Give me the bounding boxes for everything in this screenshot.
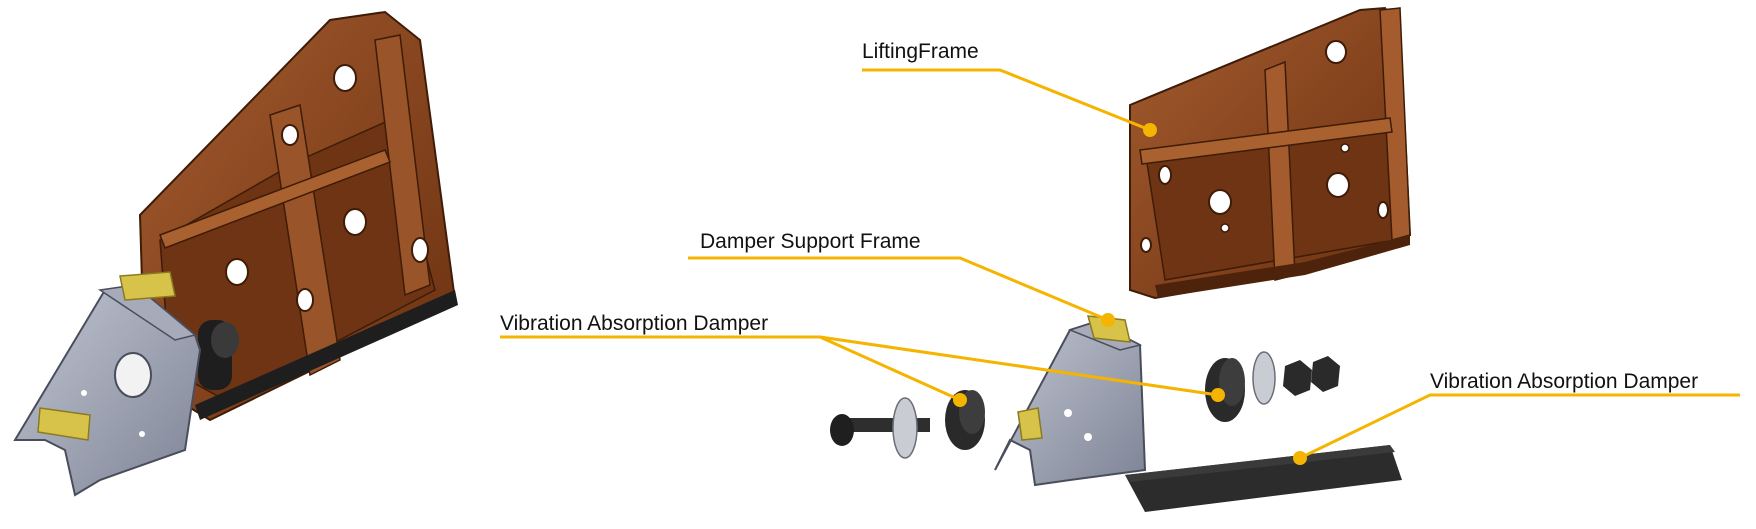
exploded-bracket-illustration <box>830 6 1412 512</box>
exploded-frame-base <box>1155 235 1410 298</box>
callout-lines <box>500 68 1740 460</box>
callout-dot-damper-left-1 <box>953 393 967 407</box>
label-lifting-frame: LiftingFrame <box>862 40 979 63</box>
assembled-rib-left <box>269 104 341 377</box>
callout-line-damper-left-2 <box>819 335 1219 397</box>
rubber-damper-strip <box>1125 445 1402 512</box>
assembled-plate-hole-small <box>81 390 87 396</box>
assembled-yellow-pad-top <box>119 271 176 301</box>
assembled-hole <box>411 237 429 263</box>
exploded-frame-hole-small <box>1340 143 1350 153</box>
callout-dot-lifting-frame <box>1143 123 1157 137</box>
exploded-frame-hole <box>1326 172 1350 198</box>
assembled-plate-hole-small <box>139 431 145 437</box>
nut <box>1283 360 1312 396</box>
nut <box>1311 356 1340 392</box>
exploded-frame-hole <box>1377 201 1389 219</box>
exploded-frame-hole <box>1158 165 1172 185</box>
exploded-frame-hole-small <box>1220 223 1230 233</box>
washer <box>892 397 918 459</box>
callout-dot-damper-support <box>1101 313 1115 327</box>
assembled-bolt-head <box>211 322 239 358</box>
exploded-plate-hole-small <box>1064 409 1072 417</box>
rubber-damper-right-face <box>1219 358 1245 406</box>
assembled-yellow-pad-bottom <box>37 407 91 441</box>
assembled-hole <box>296 288 314 312</box>
assembled-hole <box>343 208 367 236</box>
assembled-hole <box>225 258 249 286</box>
assembled-hole <box>333 64 357 92</box>
assembled-base-foot <box>195 290 458 420</box>
exploded-rib-horizontal <box>1139 117 1393 165</box>
exploded-yellow-pad-bottom <box>1017 407 1043 441</box>
label-vibration-damper-left: Vibration Absorption Damper <box>500 312 768 335</box>
assembled-rib-horizontal <box>159 149 391 249</box>
assembled-bracket-illustration <box>13 10 458 497</box>
exploded-left-bolt-assembly <box>830 390 985 459</box>
callout-line-lifting-frame <box>862 68 1151 132</box>
callout-line-damper-right <box>1299 393 1740 460</box>
exploded-frame-hole <box>1140 237 1152 253</box>
exploded-plate-hole-small <box>1084 433 1092 441</box>
exploded-frame-hole <box>1325 40 1347 64</box>
callout-line-damper-support <box>688 256 1109 322</box>
washer <box>1252 351 1276 405</box>
assembled-hole <box>281 124 299 146</box>
callout-dot-damper-right <box>1293 451 1307 465</box>
bolt-head <box>830 414 854 446</box>
label-damper-support-frame: Damper Support Frame <box>700 230 921 253</box>
assembled-rib-right <box>374 34 431 297</box>
callout-dots <box>953 123 1307 465</box>
label-vibration-damper-right: Vibration Absorption Damper <box>1430 370 1698 393</box>
exploded-right-bolt-assembly <box>1205 351 1340 422</box>
assembled-plate-hole <box>114 352 152 398</box>
callout-dot-damper-left-2 <box>1211 388 1225 402</box>
rubber-damper-strip-top <box>1125 445 1395 482</box>
exploded-frame-hole <box>1208 189 1232 215</box>
